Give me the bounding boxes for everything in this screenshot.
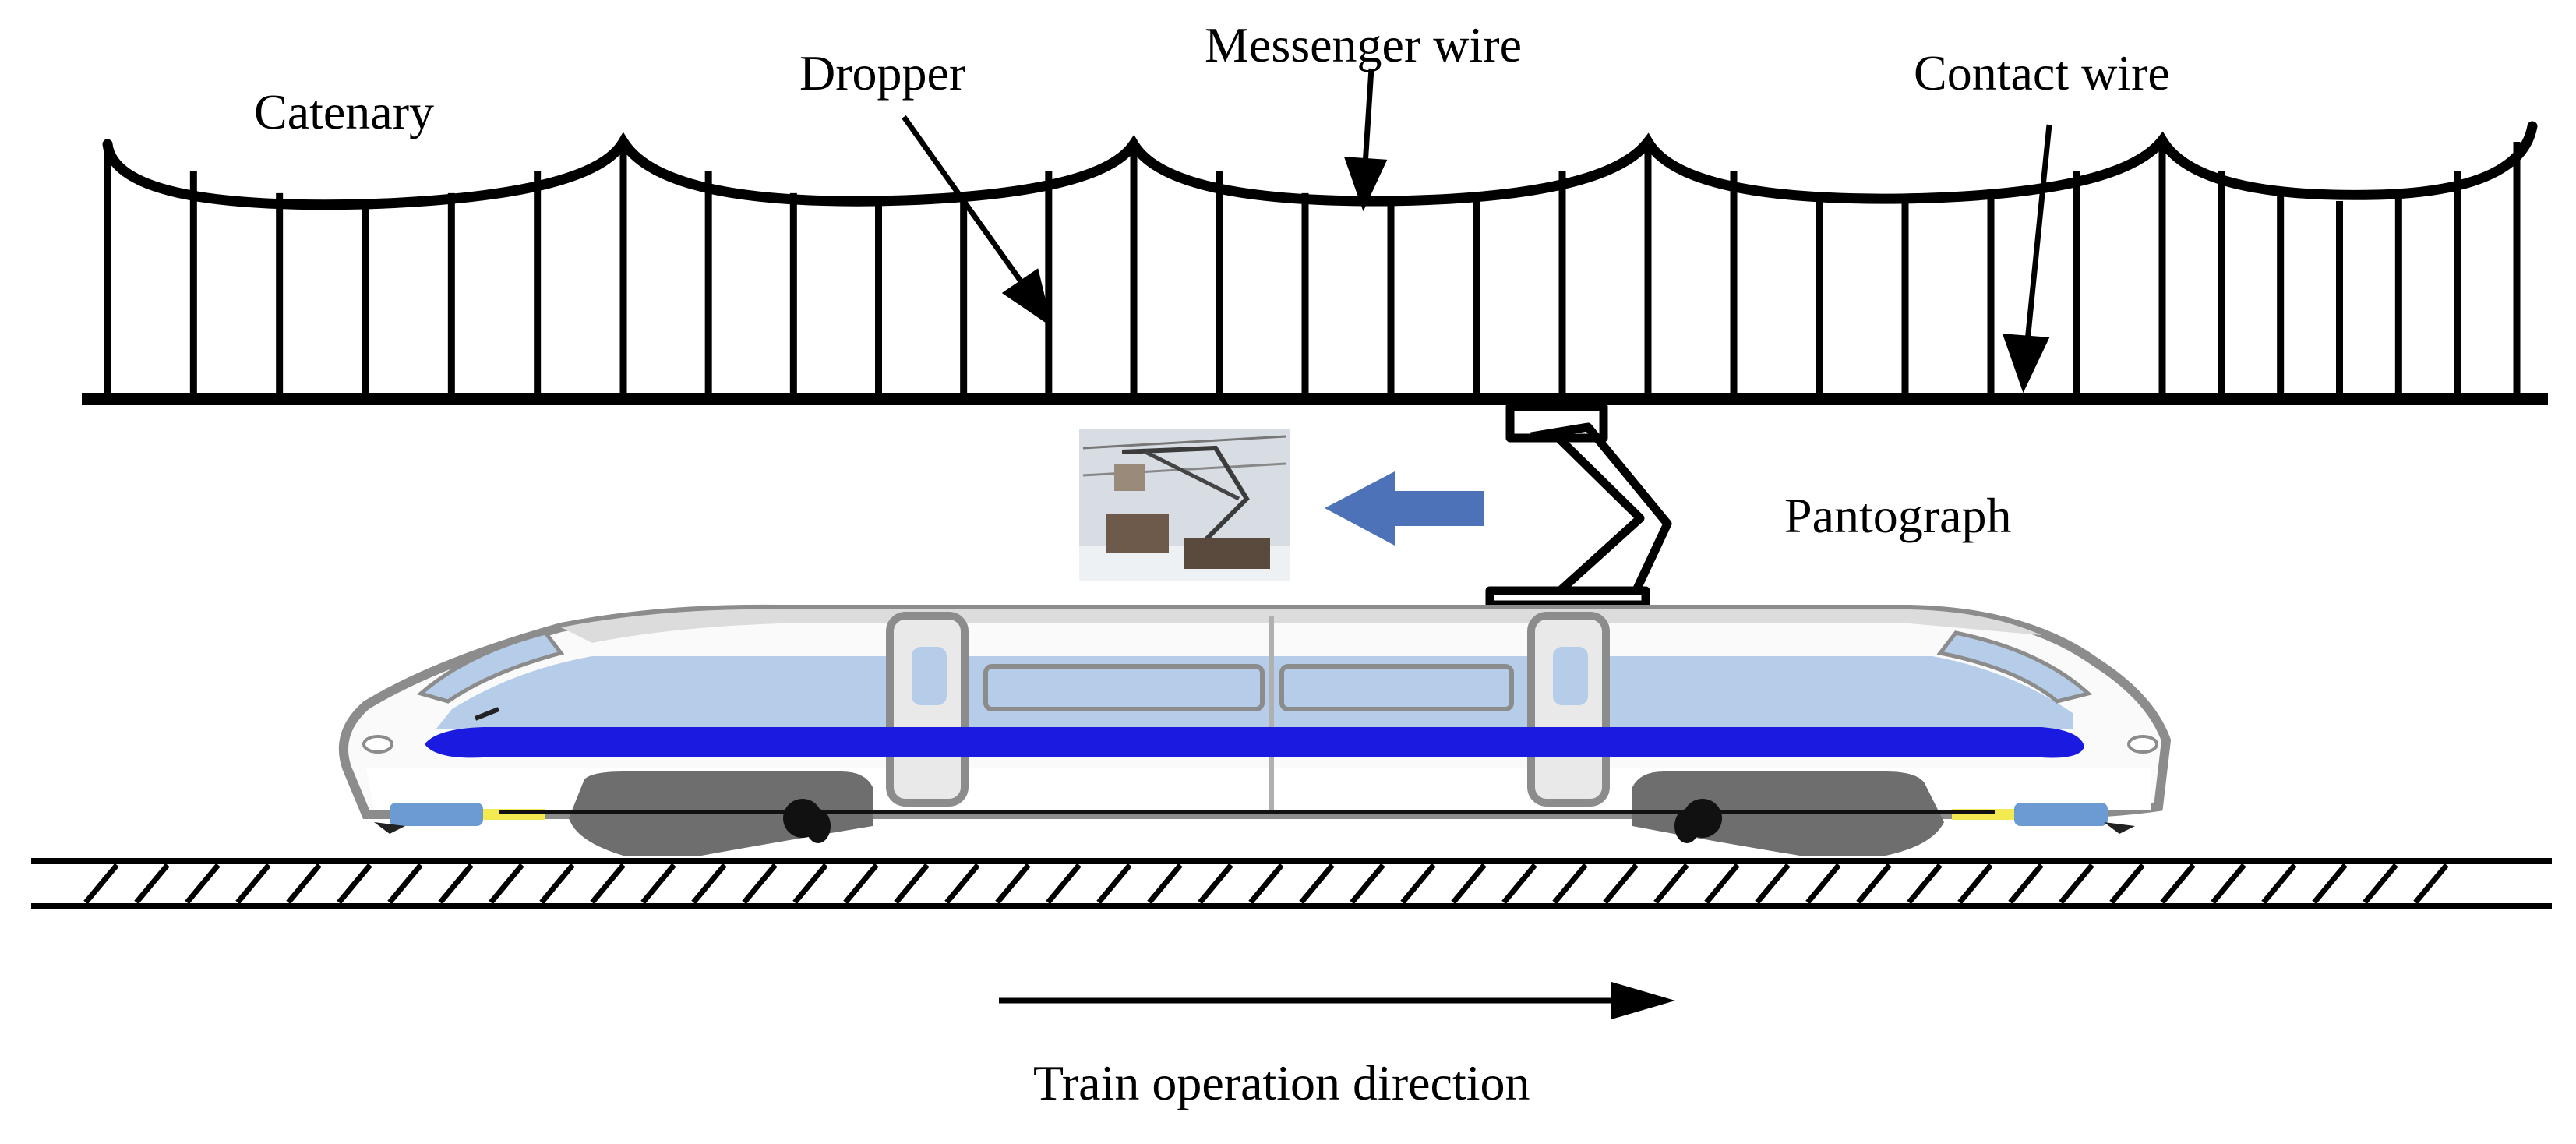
track-hatch: [1704, 863, 1740, 905]
left-arrow-icon: [1325, 471, 1484, 546]
side-window-right: [1279, 664, 1514, 711]
right-arrow-icon: [999, 982, 1675, 1019]
track-hatch: [1603, 863, 1639, 905]
buffer-left: [390, 803, 483, 826]
track-hatch: [1907, 863, 1943, 905]
track-hatch: [691, 863, 727, 905]
pantograph-lower-arm: [1554, 433, 1645, 596]
headlight-right: [2127, 735, 2158, 754]
pantograph-base: [1485, 586, 1650, 609]
track-hatch: [1046, 863, 1082, 905]
catenary-label: Catenary: [254, 84, 434, 139]
track-hatch: [2363, 863, 2398, 905]
messenger-arrow: [1362, 68, 1374, 166]
messenger-arrow-head: [1343, 157, 1388, 212]
track-hatch: [1653, 863, 1689, 905]
pantograph: [1485, 402, 1672, 609]
track-hatch: [2413, 863, 2449, 905]
door-right: [1527, 612, 1610, 807]
droppers: [104, 142, 2521, 399]
track-hatch: [1299, 863, 1335, 905]
track-hatch: [2160, 863, 2196, 905]
track-hatch: [1350, 863, 1385, 905]
contact-wire-label: Contact wire: [1914, 45, 2170, 101]
track-hatch: [286, 863, 322, 905]
track-hatch: [640, 863, 676, 905]
track-hatch: [1400, 863, 1436, 905]
messenger-wire-label: Messenger wire: [1205, 17, 1522, 72]
track-hatch: [792, 863, 828, 905]
track-hatch: [2109, 863, 2145, 905]
pantograph-photo-icon: [1079, 429, 1290, 581]
messenger-wire: [102, 121, 2538, 210]
track-hatch: [1451, 863, 1487, 905]
track-hatch: [2312, 863, 2348, 905]
track-hatch: [1198, 863, 1233, 905]
track-hatch: [1856, 863, 1892, 905]
track-hatch: [1805, 863, 1841, 905]
track-hatch: [2211, 863, 2246, 905]
track-hatch: [590, 863, 626, 905]
pantograph-label: Pantograph: [1784, 488, 2012, 543]
track-hatch: [337, 863, 372, 905]
track-hatch: [235, 863, 271, 905]
dropper-arrow-head: [1001, 268, 1053, 327]
dropper-arrow: [902, 115, 1029, 292]
track-hatch: [995, 863, 1031, 905]
train: [338, 604, 2172, 856]
track-hatch: [944, 863, 980, 905]
contact-arrow: [2024, 124, 2052, 342]
track-hatch: [1957, 863, 1993, 905]
track-hatch: [134, 863, 170, 905]
track-hatch: [2261, 863, 2297, 905]
dropper-label: Dropper: [799, 45, 966, 101]
track-hatch: [1501, 863, 1537, 905]
train-direction-label: Train operation direction: [1033, 1055, 1530, 1110]
headlight-left: [362, 735, 393, 754]
track: [31, 858, 2552, 909]
buffer-right: [2014, 803, 2108, 826]
track-hatch: [2059, 863, 2094, 905]
front-windshield-right: [1936, 630, 2093, 704]
track-hatch: [1552, 863, 1588, 905]
contact-arrow-head: [2002, 334, 2050, 394]
blue-stripe: [425, 727, 2084, 758]
door-right-window: [1553, 647, 1588, 705]
track-hatch: [1096, 863, 1132, 905]
door-left: [886, 612, 969, 807]
door-left-window: [912, 647, 947, 705]
catenary: [102, 121, 2538, 210]
track-hatching: [83, 863, 2449, 905]
track-hatch: [1755, 863, 1791, 905]
track-hatch: [83, 863, 119, 905]
track-hatch: [742, 863, 778, 905]
track-hatch: [185, 863, 221, 905]
track-hatch: [387, 863, 423, 905]
front-windshield-left: [416, 630, 565, 704]
track-hatch: [1147, 863, 1183, 905]
pantograph-upper-arm: [1530, 422, 1672, 601]
track-hatch: [489, 863, 524, 905]
track-hatch: [2008, 863, 2044, 905]
side-window-left: [983, 664, 1265, 711]
track-hatch: [894, 863, 930, 905]
track-hatch: [438, 863, 474, 905]
track-hatch: [1248, 863, 1284, 905]
track-hatch: [843, 863, 879, 905]
track-hatch: [539, 863, 575, 905]
annotation-arrows: [902, 68, 2052, 394]
